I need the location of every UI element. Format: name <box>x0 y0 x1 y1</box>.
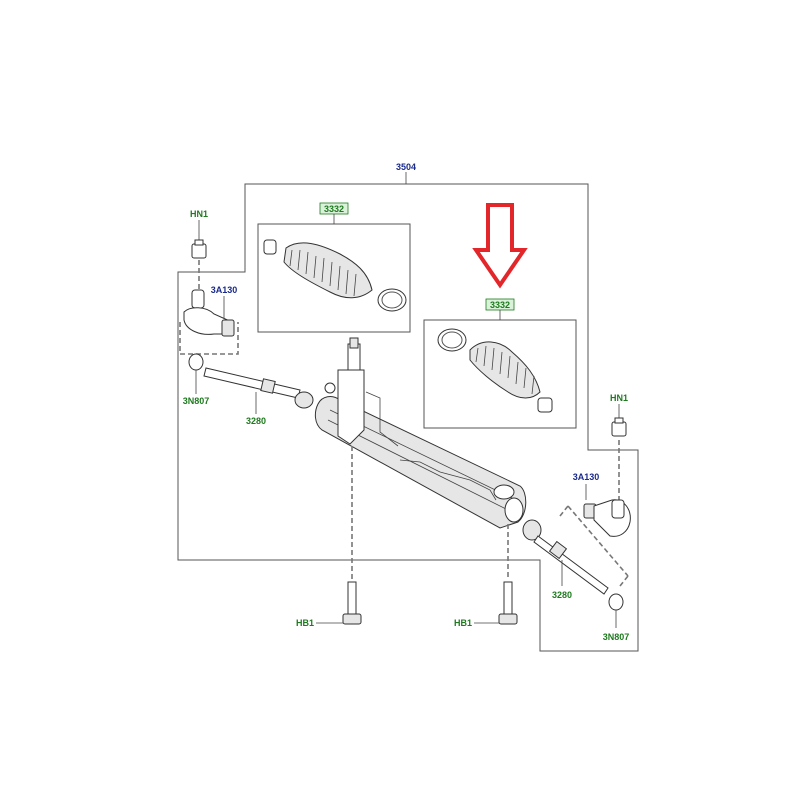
inner-rod-left-label: 3280 <box>246 416 266 426</box>
bolt-left-label: HB1 <box>296 618 314 628</box>
steering-boot-right <box>437 328 553 413</box>
boot-right-label: 3332 <box>490 300 510 310</box>
nut-right-label: HN1 <box>610 393 628 403</box>
bolt-right <box>498 581 518 625</box>
tie-rod-end-right <box>583 499 631 537</box>
clip-left <box>188 353 204 371</box>
assembly-outline <box>177 183 639 652</box>
bolt-right-label: HB1 <box>454 618 472 628</box>
bolt-left <box>342 581 362 625</box>
tie-rod-end-left <box>183 289 235 337</box>
assembly-label: 3504 <box>396 162 416 172</box>
clip-right <box>608 593 624 611</box>
down-arrow-icon <box>472 203 528 289</box>
steering-boot-left <box>263 239 407 312</box>
tie-rod-end-left-label: 3A130 <box>211 285 238 295</box>
tie-rod-end-right-label: 3A130 <box>573 472 600 482</box>
clip-left-label: 3N807 <box>183 396 210 406</box>
clip-right-label: 3N807 <box>603 632 630 642</box>
nut-left-label: HN1 <box>190 209 208 219</box>
inner-rod-right <box>522 519 609 595</box>
boot-left-label: 3332 <box>324 204 344 214</box>
nut-right <box>611 417 627 437</box>
inner-rod-right-label: 3280 <box>552 590 572 600</box>
inner-rod-left <box>203 367 314 409</box>
rack-housing <box>314 337 527 529</box>
nut-left <box>191 239 207 259</box>
